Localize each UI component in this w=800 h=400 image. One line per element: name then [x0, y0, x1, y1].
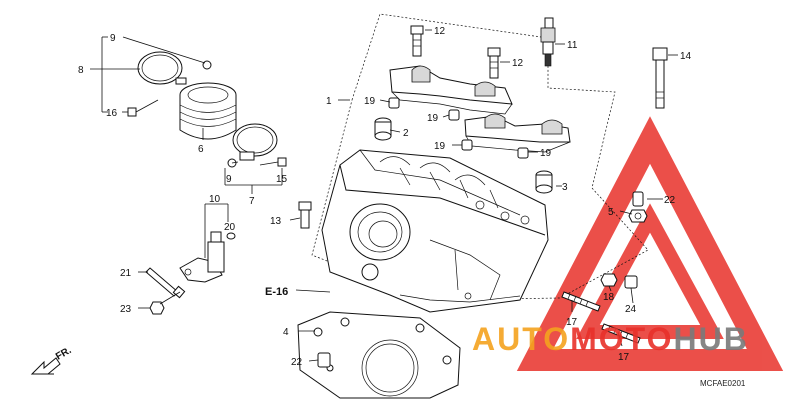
- callout-21: 21: [120, 268, 132, 279]
- callout-labels: 9 8 16 6 9 15 7 10 20 21 23 1 19 2 19 19…: [78, 26, 692, 368]
- callout-2: 2: [403, 128, 409, 139]
- watermark-word-hub: HUB: [673, 321, 748, 357]
- band-lower: [232, 123, 278, 161]
- bolt-13: [298, 201, 312, 229]
- callout-19d: 19: [540, 148, 552, 159]
- screw-15: [259, 157, 287, 167]
- callout-9a: 9: [110, 33, 116, 44]
- callout-10: 10: [209, 194, 221, 205]
- callout-15: 15: [276, 174, 288, 185]
- direction-label: FR.: [54, 345, 74, 363]
- cap-3: [535, 170, 553, 194]
- svg-text:AUTOMOTOHUB: AUTOMOTOHUB: [472, 321, 749, 357]
- watermark-text: AUTOMOTOHUB: [472, 321, 749, 357]
- callout-5: 5: [608, 207, 614, 218]
- callout-7: 7: [249, 196, 255, 207]
- callout-23: 23: [120, 304, 132, 315]
- callout-19a: 19: [364, 96, 376, 107]
- stud-17b: [601, 323, 641, 344]
- stud-17a: [561, 291, 601, 312]
- reference-e16: E-16: [265, 286, 288, 298]
- callout-20: 20: [224, 222, 236, 233]
- callout-24: 24: [625, 304, 637, 315]
- diagram-code: MCFAE0201: [700, 379, 746, 388]
- callout-18: 18: [603, 292, 615, 303]
- callout-1: 1: [326, 96, 332, 107]
- callout-12b: 12: [512, 58, 524, 69]
- callout-19c: 19: [434, 141, 446, 152]
- callout-12a: 12: [434, 26, 446, 37]
- camshaft-holder-lower: [464, 113, 571, 153]
- callout-16: 16: [106, 108, 118, 119]
- watermark-word-moto: MOTO: [570, 321, 673, 357]
- spark-plug: [540, 17, 556, 67]
- front-direction-arrow: FR.: [30, 345, 74, 375]
- bolt-12a: [410, 25, 424, 57]
- callout-8: 8: [78, 65, 84, 76]
- bolt-23: [149, 291, 181, 315]
- callout-17a: 17: [566, 317, 578, 328]
- sensor-assembly: [179, 231, 225, 283]
- callout-4: 4: [283, 327, 289, 338]
- insulator: [179, 82, 237, 140]
- screw-16: [127, 99, 159, 117]
- head-gasket: [297, 311, 461, 399]
- bolt-12b: [487, 47, 501, 79]
- callout-22a: 22: [664, 195, 676, 206]
- callout-9b: 9: [226, 174, 232, 185]
- callout-13: 13: [270, 216, 282, 227]
- leader-lines: [90, 29, 678, 362]
- bolt-21: [145, 267, 186, 299]
- camshaft-holder-upper: [389, 65, 513, 115]
- callout-14: 14: [680, 51, 692, 62]
- stud-bolt-14: [652, 47, 668, 109]
- callout-22b: 22: [291, 357, 303, 368]
- watermark-word-auto: AUTO: [472, 321, 570, 357]
- watermark-logo: [516, 116, 784, 371]
- callout-19b: 19: [427, 113, 439, 124]
- callout-17b: 17: [618, 352, 630, 363]
- callout-6: 6: [198, 144, 204, 155]
- cap-2: [374, 117, 392, 141]
- callout-3: 3: [562, 182, 568, 193]
- callout-11: 11: [567, 40, 578, 51]
- cylinder-head: [321, 149, 549, 313]
- band-upper: [137, 51, 187, 85]
